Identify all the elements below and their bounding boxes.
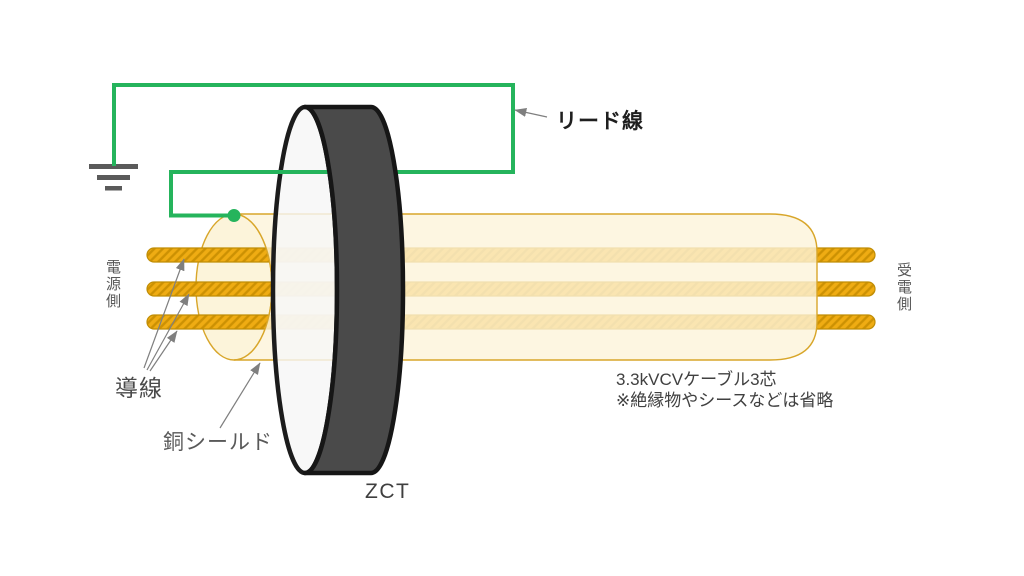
lead-wire bbox=[112, 83, 515, 222]
source-side-label: 電源側 bbox=[104, 259, 121, 310]
ground-bar-short bbox=[105, 186, 122, 191]
conductor-arrow-middle bbox=[146, 293, 190, 371]
lead-wire-label: リード線 bbox=[556, 110, 644, 133]
lead-wire-arrow bbox=[514, 107, 548, 118]
cable-note-line1: 3.3kVCVケーブル3芯 bbox=[616, 370, 777, 389]
lead-wire-connection-dot bbox=[227, 209, 241, 222]
ground-bar-long bbox=[89, 164, 138, 169]
zct-label: ZCT bbox=[365, 480, 411, 503]
annotation-arrows bbox=[143, 107, 548, 429]
ground-symbol bbox=[89, 164, 138, 191]
lead-wire-path bbox=[112, 83, 515, 218]
zct-ring-band bbox=[302, 104, 406, 476]
conductor-label: 導線 bbox=[115, 375, 163, 401]
copper-shield-arrow bbox=[219, 362, 261, 429]
conductor-arrow-bottom bbox=[149, 330, 178, 372]
ground-bar-mid bbox=[97, 175, 130, 180]
cable-note: 3.3kVCVケーブル3芯 ※絶縁物やシースなどは省略 bbox=[616, 369, 833, 411]
cable-note-line2: ※絶縁物やシースなどは省略 bbox=[616, 391, 834, 410]
load-side-label: 受電側 bbox=[895, 262, 912, 313]
copper-shield-label: 銅シールド bbox=[163, 431, 273, 454]
conductor-arrow-top bbox=[143, 258, 185, 369]
